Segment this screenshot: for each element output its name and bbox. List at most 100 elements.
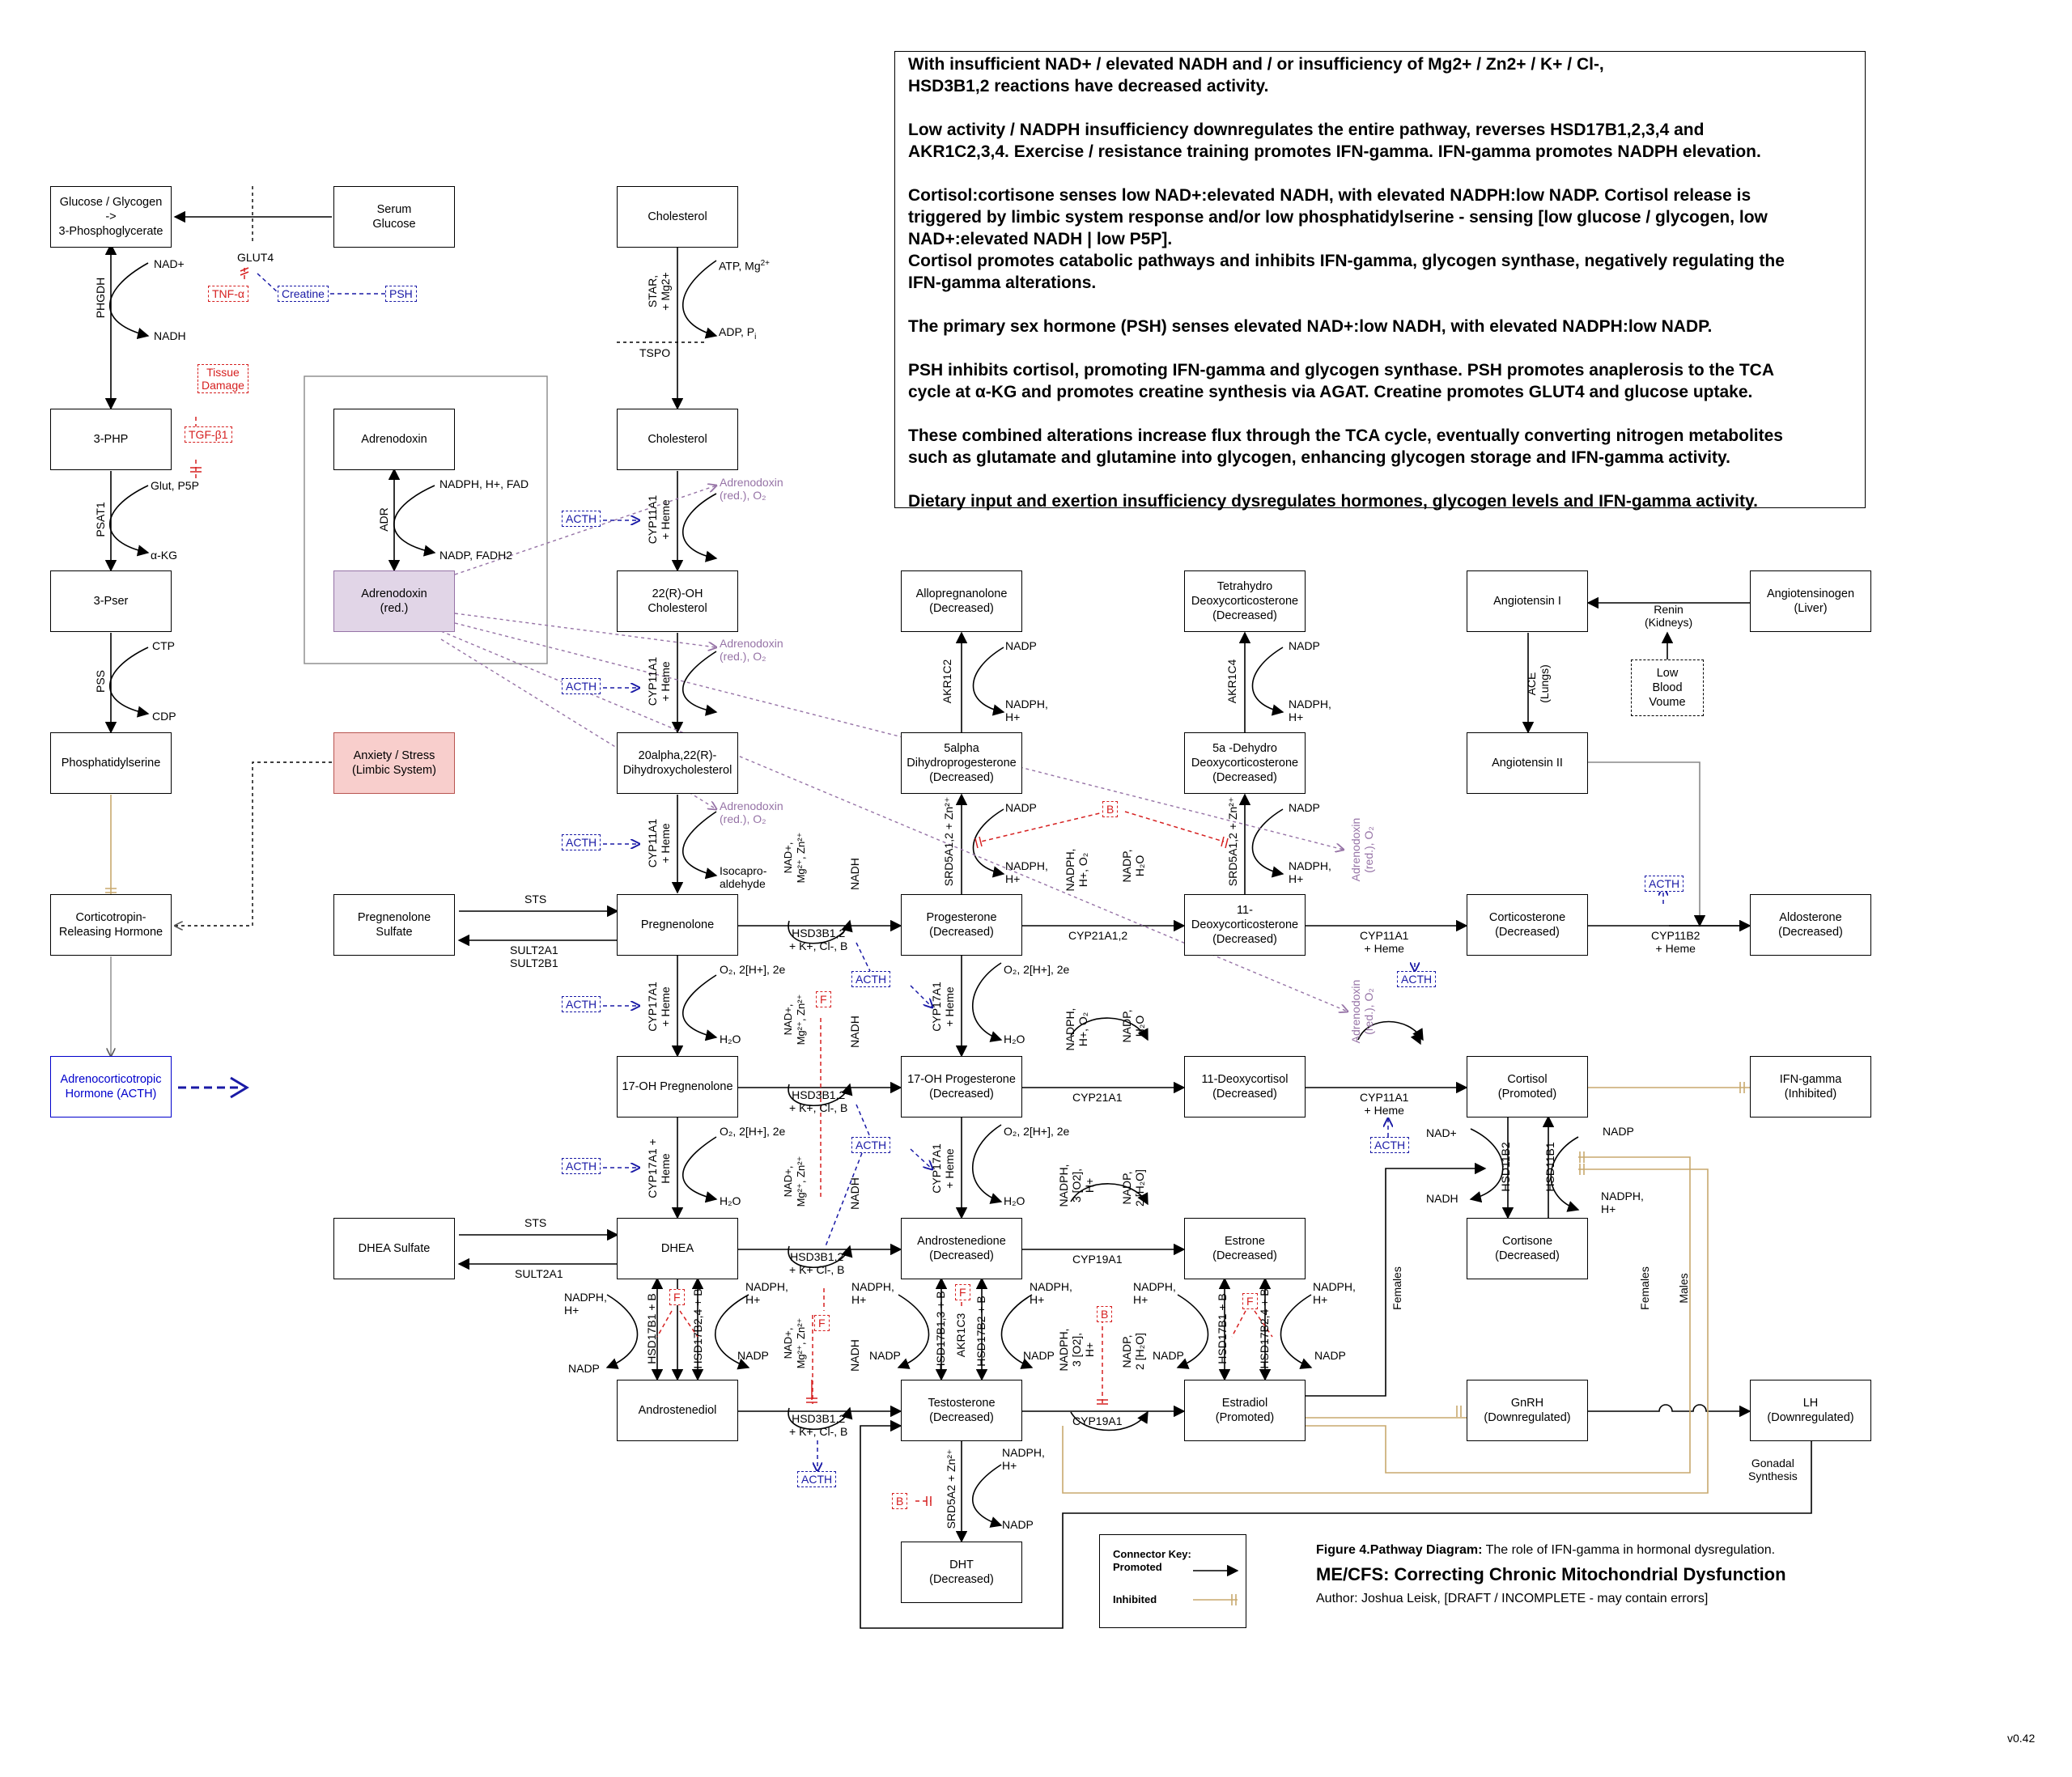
- node-pregnenolone: Pregnenolone: [617, 894, 738, 956]
- label-nadph-h: NADPH, H+: [1005, 859, 1048, 885]
- label-nad-mg-zn: NAD+, Mg²⁺, Zn²⁺: [782, 994, 807, 1045]
- label-o2-2h-2e: O₂, 2[H+], 2e: [1004, 963, 1070, 976]
- figure-title: ME/CFS: Correcting Chronic Mitochondrial…: [1316, 1564, 1786, 1584]
- label-cyp17a1-1: CYP17A1 + Heme: [646, 982, 672, 1032]
- label-nadp: NADP: [1005, 801, 1037, 814]
- label-hsd3b: HSD3B1,2 + K+, Cl-, B: [789, 1412, 848, 1438]
- node-aldosterone: Aldosterone (Decreased): [1750, 894, 1871, 956]
- label-nadph-3o2: NADPH, 3 [O2], H+: [1057, 1328, 1096, 1372]
- node-adrenodoxin-red: Adrenodoxin (red.): [333, 570, 455, 632]
- node-11-deoxycortisol: 11-Deoxycortisol (Decreased): [1184, 1056, 1306, 1118]
- node-dhea-sulfate: DHEA Sulfate: [333, 1218, 455, 1279]
- node-androstenedione: Androstenedione (Decreased): [901, 1218, 1022, 1279]
- node-pregnenolone-sulfate: Pregnenolone Sulfate: [333, 894, 455, 956]
- key-inhibited-label: Inhibited: [1113, 1593, 1157, 1605]
- label-nadp: NADP: [1153, 1349, 1184, 1362]
- main-arrows: [104, 210, 1812, 1629]
- tag-b: B: [1097, 1306, 1113, 1322]
- node-serum-glucose: Serum Glucose: [333, 186, 455, 248]
- label-phgdh: PHGDH: [94, 277, 107, 319]
- node-dhea: DHEA: [617, 1218, 738, 1279]
- version-label: v0.42: [2007, 1732, 2036, 1745]
- label-akr1c3: AKR1C3: [954, 1313, 967, 1358]
- label-cyp17a1-2: CYP17A1 + Heme: [646, 1139, 672, 1198]
- node-corticosterone: Corticosterone (Decreased): [1467, 894, 1588, 956]
- label-nadh: NADH: [848, 1177, 861, 1210]
- node-angiotensin-2: Angiotensin II: [1467, 732, 1588, 794]
- label-hsd3b: HSD3B1,2 + K+ Cl-, B: [789, 1250, 845, 1276]
- label-ace: ACE (Lungs): [1525, 664, 1551, 703]
- label-nadph-h-o2: NADPH, H+, O₂: [1064, 1007, 1089, 1051]
- tag-tnf-alpha: TNF-α: [208, 286, 248, 302]
- node-estrone: Estrone (Decreased): [1184, 1218, 1306, 1279]
- tag-f: F: [1242, 1293, 1258, 1309]
- node-angiotensin-1: Angiotensin I: [1467, 570, 1588, 632]
- tag-acth: ACTH: [562, 834, 601, 850]
- label-akr1c2: AKR1C2: [940, 659, 953, 704]
- label-cyp17a1: CYP17A1 + Heme: [930, 982, 956, 1032]
- label-nadph-h: NADPH, H+: [1289, 859, 1331, 885]
- info-paragraph: These combined alterations increase flux…: [908, 426, 1783, 467]
- label-adrenodoxin-o2: Adrenodoxin (red.), O₂: [1349, 979, 1375, 1044]
- label-adrenodoxin-o2-3: Adrenodoxin (red.), O₂: [720, 799, 783, 825]
- node-cholesterol: Cholesterol: [617, 186, 738, 248]
- label-nad-plus: NAD+: [1426, 1126, 1457, 1139]
- label-nadp-h2o: NADP, H₂O: [1120, 849, 1146, 883]
- tag-f: F: [955, 1284, 970, 1300]
- node-5alpha-dihydroprogesterone: 5alpha Dihydroprogesterone (Decreased): [901, 732, 1022, 794]
- tag-creatine: Creatine: [278, 286, 329, 302]
- tag-acth: ACTH: [851, 1137, 891, 1153]
- label-nadh: NADH: [848, 858, 861, 890]
- label-renin: Renin (Kidneys): [1645, 603, 1693, 629]
- label-srd5a2: SRD5A2 + Zn²⁺: [945, 1448, 957, 1529]
- label-sult2a1-2b1: SULT2A1 SULT2B1: [510, 944, 558, 969]
- info-paragraph: With insufficient NAD+ / elevated NADH a…: [908, 55, 1604, 95]
- tag-psh: PSH: [385, 286, 417, 302]
- node-gnrh: GnRH (Downregulated): [1467, 1380, 1588, 1441]
- label-nadph-h: NADPH, H+: [745, 1280, 788, 1306]
- key-lines: [1193, 1564, 1239, 1605]
- tag-acth: ACTH: [562, 996, 601, 1012]
- node-lh: LH (Downregulated): [1750, 1380, 1871, 1441]
- tag-tgf-beta1: TGF-β1: [185, 426, 232, 443]
- node-3-php: 3-PHP: [50, 409, 172, 470]
- info-paragraph: Low activity / NADPH insufficiency downr…: [908, 121, 1761, 161]
- node-22r-oh-cholesterol: 22(R)-OH Cholesterol: [617, 570, 738, 632]
- label-nadh: NADH: [1426, 1192, 1458, 1205]
- label-hsd3b: HSD3B1,2 + K+, Cl-, B: [789, 1088, 848, 1114]
- label-sult2a1: SULT2A1: [515, 1267, 563, 1280]
- label-h2o: H₂O: [1004, 1194, 1025, 1207]
- node-crh: Corticotropin- Releasing Hormone: [50, 894, 172, 956]
- label-cyp17a1: CYP17A1 + Heme: [930, 1143, 956, 1194]
- node-17-oh-pregnenolone: 17-OH Pregnenolone: [617, 1056, 738, 1118]
- label-h2o: H₂O: [1004, 1033, 1025, 1045]
- node-progesterone: Progesterone (Decreased): [901, 894, 1022, 956]
- tag-acth: ACTH: [797, 1471, 837, 1487]
- label-nadph-h: NADPH, H+: [1030, 1280, 1072, 1306]
- label-hsd3b: HSD3B1,2 + K+, Cl-, B: [789, 927, 848, 952]
- label-psat1: PSAT1: [94, 502, 107, 537]
- label-hsd11b1: HSD11B1: [1543, 1142, 1556, 1192]
- tag-acth: ACTH: [1645, 876, 1684, 892]
- inhibited-connectors: [105, 795, 1750, 1494]
- node-11-deoxycorticosterone: 11- Deoxycorticosterone (Decreased): [1184, 894, 1306, 956]
- label-cyp19a1: CYP19A1: [1072, 1253, 1123, 1266]
- label-nadph-h: NADPH, H+: [851, 1280, 894, 1306]
- label-h2o: H₂O: [720, 1033, 741, 1045]
- label-sts: STS: [524, 1216, 547, 1229]
- label-hsd17b13: HSD17B1,3 + B: [934, 1291, 947, 1372]
- figure-line: Figure 4.Pathway Diagram: The role of IF…: [1316, 1543, 1776, 1557]
- label-nadh: NADH: [848, 1016, 861, 1048]
- figure-author: Author: Joshua Leisk, [DRAFT / INCOMPLET…: [1316, 1592, 1709, 1605]
- label-srd5a12: SRD5A1,2 + Zn²⁺: [1226, 796, 1239, 887]
- tag-acth: ACTH: [562, 1158, 601, 1174]
- tag-acth: ACTH: [1397, 971, 1437, 987]
- label-hsd17b2: HSD17B2 + B: [974, 1296, 987, 1367]
- figure-caption: Figure 4.Pathway Diagram: The role of IF…: [1316, 1543, 1931, 1606]
- node-low-blood-volume: Low Blood Voume: [1631, 659, 1704, 716]
- info-paragraph: The primary sex hormone (PSH) senses ele…: [908, 317, 1713, 336]
- label-nadp: NADP: [1289, 801, 1320, 814]
- label-adrenodoxin-o2-2: Adrenodoxin (red.), O₂: [720, 637, 783, 663]
- label-cyp11a1-1: CYP11A1 + Heme: [646, 494, 672, 545]
